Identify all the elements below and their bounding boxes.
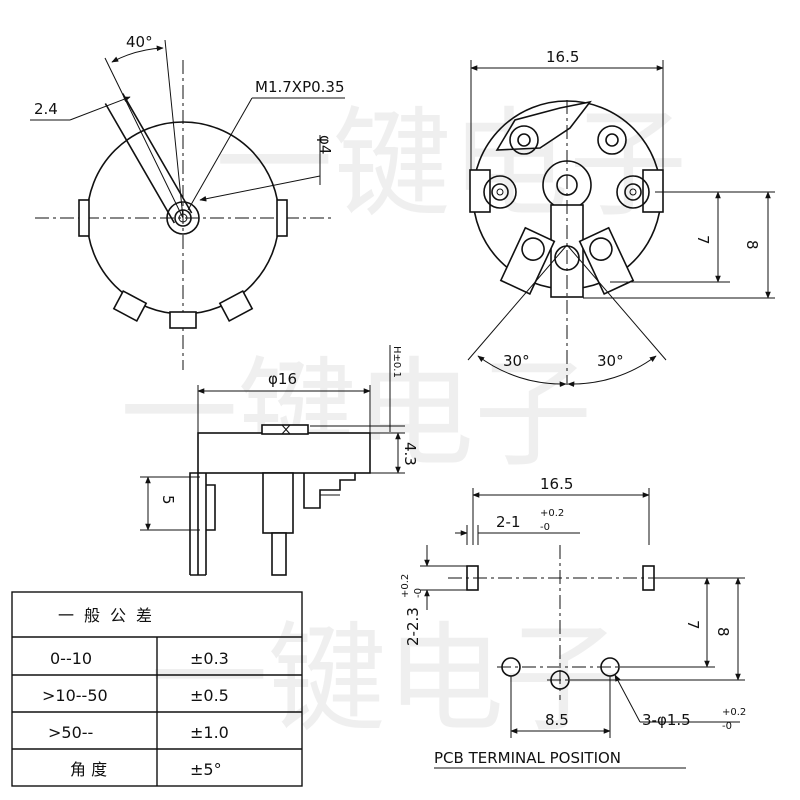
- rear-terminal-left: [499, 226, 556, 296]
- side-diameter-16-label: φ16: [268, 370, 297, 388]
- front-view-tab-bottom: [169, 311, 197, 329]
- thread-label: M1.7XP0.35: [255, 78, 345, 96]
- front-view-shaft: [166, 201, 200, 235]
- tolerance-row-2-range: >10--50: [42, 686, 108, 705]
- side-terminal-pin: [271, 532, 287, 576]
- tolerance-table: 一般公差 0--10 ±0.3 >10--50 ±0.5 >50-- ±1.0 …: [11, 591, 303, 787]
- pcb-slot-height-label: 2-2.3: [404, 607, 422, 646]
- rear-height-8-label: 8: [743, 240, 761, 250]
- angle-30-right-label: 30°: [597, 352, 624, 370]
- diameter-4-label: φ4: [316, 135, 334, 154]
- front-view-tab-left: [78, 199, 90, 237]
- pcb-hole-label: 3-φ1.5: [642, 711, 691, 729]
- pcb-width-16-5-label: 16.5: [540, 475, 573, 493]
- pcb-hole-tol-lower: -0: [722, 721, 732, 732]
- side-view: φ16 H±0.1 4.3 5: [140, 345, 419, 576]
- offset-2-4-label: 2.4: [34, 100, 58, 118]
- rear-terminal-right: [578, 226, 635, 296]
- rear-rivet-left: [483, 175, 517, 209]
- pcb-slot-width-tol-lower: -0: [540, 522, 550, 533]
- angle-30-left-label: 30°: [503, 352, 530, 370]
- front-view-shaft-slot: [104, 93, 193, 224]
- tolerance-row-4-range: 角 度: [70, 760, 107, 779]
- tolerance-row-3-range: >50--: [48, 723, 93, 742]
- pcb-caption: PCB TERMINAL POSITION: [434, 749, 621, 767]
- rear-view: 16.5: [467, 48, 775, 387]
- watermark-line-3: 一键电子: [150, 610, 622, 748]
- pcb-slot-width-tol-upper: +0.2: [540, 508, 564, 519]
- side-height-4-3-label: 4.3: [401, 442, 419, 466]
- side-view-body: [197, 432, 371, 474]
- side-terminal-base: [262, 472, 294, 534]
- pcb-slot-width-label: 2-1: [496, 513, 521, 531]
- side-h-label: H±0.1: [391, 346, 402, 378]
- pcb-view: 16.5 2-1 +0.2 -0 2-2.3 +0.2 -0: [400, 475, 746, 769]
- tolerance-row-1-range: 0--10: [50, 649, 92, 668]
- rear-plate-right: [642, 169, 664, 213]
- pcb-slot-height-tol-upper: +0.2: [400, 574, 411, 598]
- front-view-tab-right: [276, 199, 288, 237]
- pcb-hole-tol-upper: +0.2: [722, 707, 746, 718]
- pcb-pitch-8-5-label: 8.5: [545, 711, 569, 729]
- tolerance-row-2-value: ±0.5: [190, 686, 229, 705]
- pcb-height-8-label: 8: [714, 627, 732, 637]
- tolerance-row-1-value: ±0.3: [190, 649, 229, 668]
- side-right-parts: [303, 473, 356, 509]
- tolerance-row-4-value: ±5°: [190, 760, 222, 779]
- side-pin-5-label: 5: [159, 495, 177, 505]
- angle-40-label: 40°: [126, 33, 153, 51]
- pcb-height-7-label: 7: [684, 620, 702, 630]
- rear-width-16-5-label: 16.5: [546, 48, 579, 66]
- watermark-line-1: 一键电子: [215, 95, 687, 233]
- rear-height-7-label: 7: [694, 235, 712, 245]
- rear-rivet-top-left: [509, 125, 539, 155]
- rear-rivet-right: [616, 175, 650, 209]
- front-view: 40° 2.4 M1.7XP0.35 φ4: [30, 33, 345, 370]
- rear-plate-left: [469, 169, 491, 213]
- side-view-knob: [261, 424, 309, 435]
- tolerance-table-header: 一般公差: [58, 606, 162, 625]
- tolerance-row-3-value: ±1.0: [190, 723, 229, 742]
- pcb-slot-height-tol-lower: -0: [413, 588, 424, 598]
- rear-rivet-top-right: [597, 125, 627, 155]
